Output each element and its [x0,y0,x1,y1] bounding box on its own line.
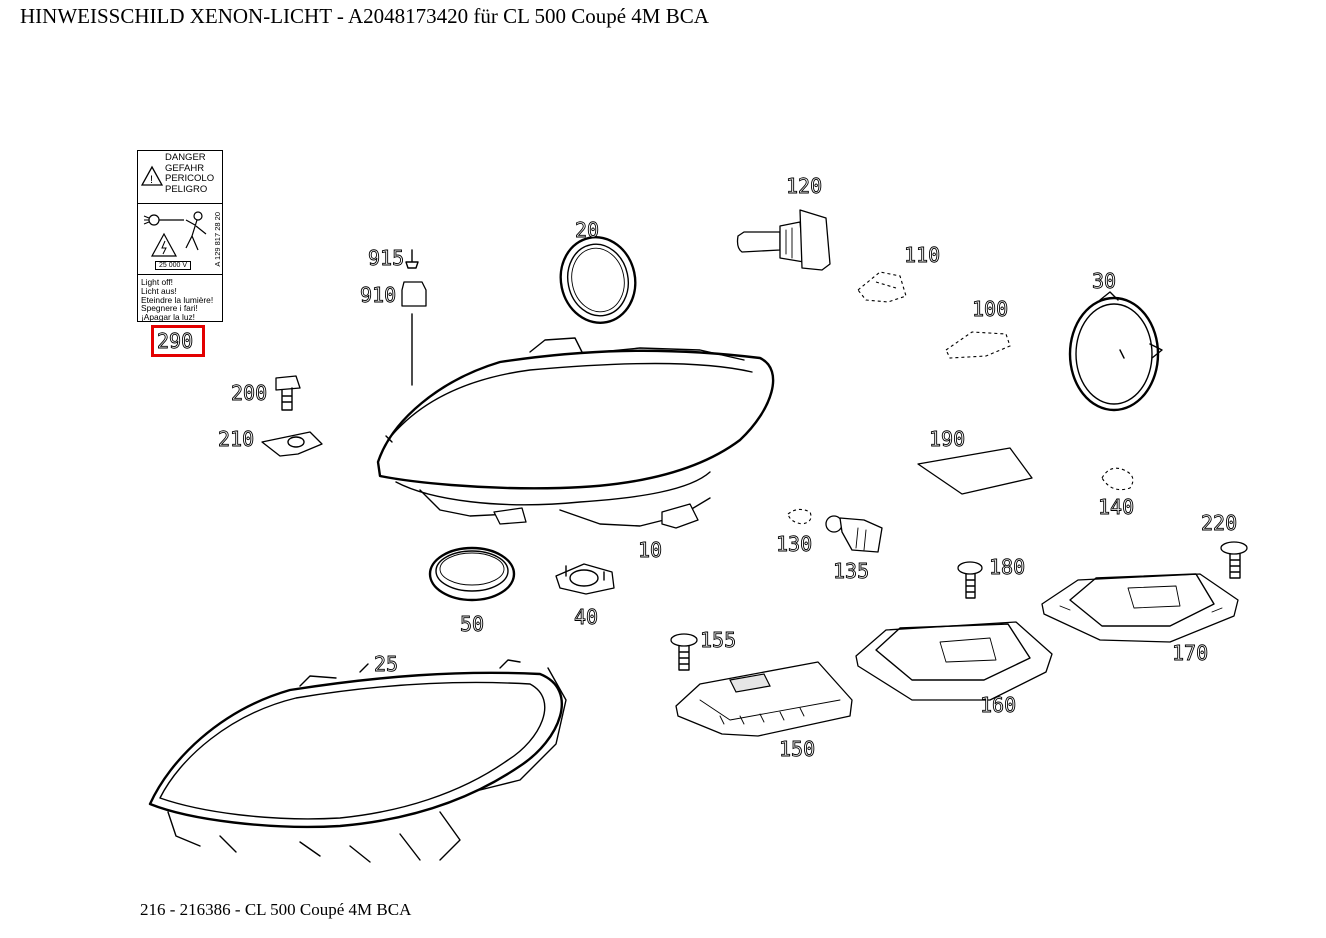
screw-220[interactable] [1220,541,1248,579]
warning-word: DANGER [165,152,206,163]
part-number-290[interactable]: 290 [157,329,194,354]
adjuster-40[interactable] [555,563,615,595]
control-unit-170[interactable] [1041,573,1239,643]
warning-word: PELIGRO [165,183,208,195]
warning-label-pictogram: A 129 817 28 20 25 000 V [138,204,222,275]
holder-100[interactable] [945,331,1011,359]
screw-180[interactable] [957,561,983,599]
part-number-220[interactable]: 220 [1201,511,1238,536]
ballast-150[interactable] [675,661,853,737]
part-number-135[interactable]: 135 [833,559,870,584]
part-number-110[interactable]: 110 [904,243,941,268]
sheet-190[interactable] [917,447,1033,495]
instruction-line: ¡Apagar la luz! [141,312,195,323]
voltage-badge: 25 000 V [155,261,192,270]
control-unit-160[interactable] [855,621,1053,701]
part-number-910[interactable]: 910 [360,283,397,308]
part-number-40[interactable]: 40 [574,605,599,630]
part-number-120[interactable]: 120 [786,174,823,199]
seal-ring-20[interactable] [553,230,643,330]
part-number-130[interactable]: 130 [776,532,813,557]
clip-110[interactable] [857,271,907,303]
bolt-200[interactable] [275,375,301,411]
part-number-180[interactable]: 180 [989,555,1026,580]
part-number-200[interactable]: 200 [231,381,268,406]
seal-ring-50[interactable] [428,546,516,602]
bulb-120[interactable] [736,209,831,271]
footer-caption: 216 - 216386 - CL 500 Coupé 4M BCA [140,900,412,919]
warning-word: GEFAHR [165,162,205,174]
part-number-155[interactable]: 155 [700,628,737,653]
instruction-line: Eteindre la lumière! [141,294,214,305]
part-number-50[interactable]: 50 [460,612,485,637]
electric-shock-pictogram-icon [143,211,207,257]
part-number-160[interactable]: 160 [980,693,1017,718]
cover-30[interactable] [1068,291,1163,412]
part-number-10[interactable]: 10 [638,538,663,563]
highlight-box-290[interactable] [151,325,205,357]
part-number-150[interactable]: 150 [779,737,816,762]
warning-triangle-icon: ! [141,165,163,186]
svg-text:!: ! [150,174,153,186]
warning-words: DANGER GEFAHR PERICOLO PELIGRO [165,152,215,195]
connector-part[interactable] [401,249,427,386]
part-number-25[interactable]: 25 [374,652,399,677]
part-number-170[interactable]: 170 [1172,641,1209,666]
part-number-210[interactable]: 210 [218,427,255,452]
clip-140[interactable] [1101,467,1134,491]
part-number-30[interactable]: 30 [1092,269,1117,294]
warning-instructions: Light off! Licht aus! Eteindre la lumièr… [138,275,222,322]
part-number-190[interactable]: 190 [929,427,966,452]
instruction-line: Spegnere i fari! [141,303,198,314]
headlamp-housing-10[interactable] [376,337,775,529]
part-number-140[interactable]: 140 [1098,495,1135,520]
instruction-line: Licht aus! [141,285,177,296]
part-number-20[interactable]: 20 [575,218,600,243]
bulb-135[interactable] [825,515,883,553]
warning-word: PERICOLO [165,173,215,184]
lens-frame-25[interactable] [148,659,567,863]
bulb-130[interactable] [787,508,812,525]
instruction-line: Light off! [141,277,173,287]
warning-label-header: ! DANGER GEFAHR PERICOLO PELIGRO [138,151,222,204]
page-title: HINWEISSCHILD XENON-LICHT - A2048173420 … [20,4,709,28]
clip-nut-210[interactable] [261,431,323,457]
screw-155[interactable] [670,633,698,671]
warning-label-illustration: ! DANGER GEFAHR PERICOLO PELIGRO A 129 8… [137,150,223,322]
part-number-915[interactable]: 915 [368,246,405,271]
part-number-100[interactable]: 100 [972,297,1009,322]
